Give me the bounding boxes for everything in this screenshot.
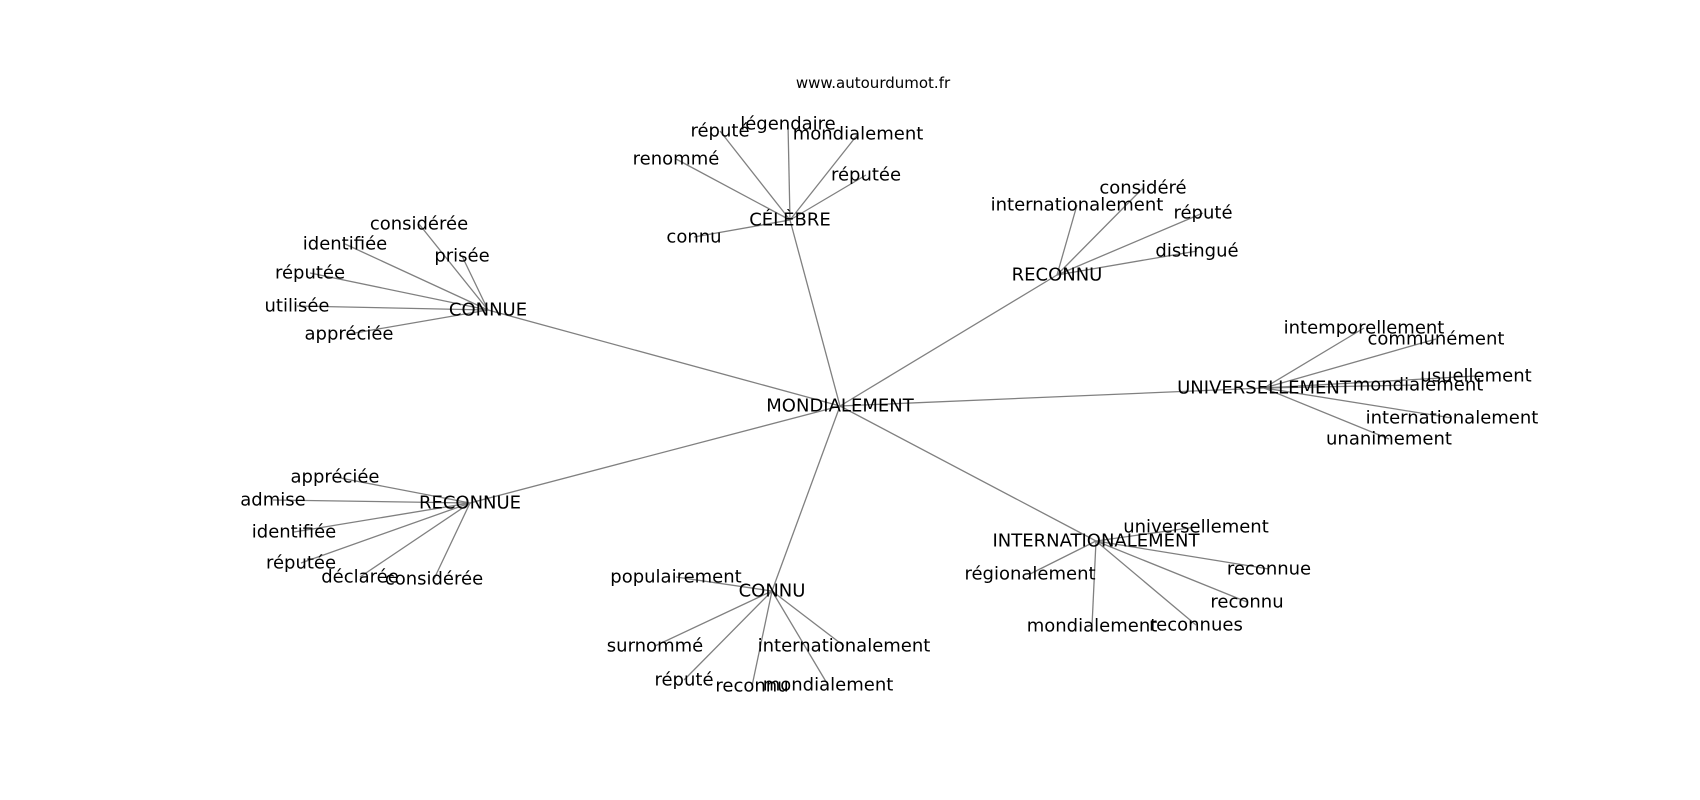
edge-hub-to-leaf [272,499,471,504]
edge-hub-to-leaf [1029,540,1097,575]
leaf-node-label: considérée [370,214,468,235]
leaf-node-label: utilisée [265,296,330,317]
edge-hub-to-leaf [461,255,489,311]
edge-hub-to-leaf [1263,338,1437,389]
leaf-node-label: reconnu [715,676,788,697]
leaf-node-label: réputé [654,670,713,691]
edge-center-to-hub [789,219,841,407]
edge-hub-to-leaf [1095,540,1270,570]
hub-node-label: CONNU [739,581,806,602]
hub-node-label: CONNUE [449,300,527,321]
edge-hub-to-leaf [348,309,489,335]
edge-hub-to-leaf [344,243,489,311]
edge-hub-to-leaf [1056,212,1204,276]
edge-hub-to-leaf [359,502,471,578]
edge-hub-to-leaf [1263,384,1419,389]
leaf-node-label: populairement [610,567,741,588]
edge-center-to-hub [839,405,1097,542]
leaf-node-label: considéré [1099,178,1186,199]
center-node-label: MONDIALEMENT [766,396,914,417]
edges [272,123,1477,687]
edge-hub-to-leaf [771,590,829,686]
leaf-node-label: mondialement [1027,616,1158,637]
leaf-node-label: internationalement [758,636,931,657]
edge-hub-to-leaf [1095,526,1197,542]
edge-center-to-hub [771,405,841,592]
leaf-node-label: identifiée [252,522,336,543]
edge-hub-to-leaf [683,590,773,681]
leaf-node-label: appréciée [304,324,393,345]
edge-hub-to-leaf [1095,540,1197,626]
edge-hub-to-leaf [433,502,471,580]
edge-hub-to-leaf [1056,187,1144,276]
edge-hub-to-leaf [296,305,489,311]
hub-node-label: RECONNUE [419,493,521,514]
leaf-node-label: régionalement [964,564,1095,585]
hub-node-label: RECONNU [1012,265,1103,286]
leaf-node-label: internationalement [991,195,1164,216]
edge-hub-to-leaf [719,130,791,221]
edge-hub-to-leaf [1095,540,1248,603]
leaf-node-label: prisée [434,246,489,267]
leaf-node-label: mondialement [763,675,894,696]
hub-node-label: CÉLÈBRE [749,209,831,231]
edge-center-to-hub [839,274,1058,407]
leaf-node-label: reconnu [1210,592,1283,613]
edge-hub-to-leaf [751,590,773,687]
edge-hub-to-leaf [300,502,471,564]
edge-hub-to-leaf [789,133,859,221]
leaf-node-label: mondialement [793,124,924,145]
edge-hub-to-leaf [693,219,791,238]
edge-hub-to-leaf [675,158,791,221]
edge-hub-to-leaf [1263,375,1477,389]
leaf-node-label: réputée [831,165,901,186]
leaf-node-label: légendaire [740,114,836,135]
leaf-node-label: renommé [633,149,720,170]
edge-hub-to-leaf [1263,387,1390,440]
edge-hub-to-leaf [675,576,773,592]
leaf-node-label: reconnue [1227,559,1311,580]
leaf-node-label: usuellement [1420,366,1531,387]
hub-node-label: INTERNATIONALEMENT [992,531,1200,552]
leaf-node-label: mondialement [1353,375,1484,396]
leaf-node-label: réputée [266,553,336,574]
edge-hub-to-leaf [771,590,845,647]
leaf-node-label: déclarée [321,567,399,588]
leaf-node-label: unanimement [1326,429,1452,450]
leaf-node-label: reconnues [1149,615,1243,636]
leaf-node-label: surnommé [607,636,703,657]
edge-hub-to-leaf [334,476,471,504]
leaf-node-label: connu [666,227,721,248]
leaf-node-label: distingué [1155,241,1238,262]
edge-hub-to-leaf [293,502,471,533]
leaf-node-label: communément [1368,329,1505,350]
leaf-node-label: réputé [690,121,749,142]
leaf-node-label: intemporellement [1284,318,1445,339]
edge-hub-to-leaf [1091,540,1097,627]
leaf-node-label: considérée [385,569,483,590]
leaf-node-label: réputée [275,263,345,284]
edge-center-to-hub [487,309,841,407]
edge-hub-to-leaf [1263,387,1453,419]
edge-hub-to-leaf [787,123,791,221]
edge-hub-to-leaf [309,272,489,311]
edge-center-to-hub [839,387,1265,407]
leaf-node-label: identifiée [303,234,387,255]
edge-center-to-hub [469,405,841,504]
leaf-node-label: admise [240,490,305,511]
leaf-node-label: réputé [1173,203,1232,224]
edge-hub-to-leaf [1056,250,1198,276]
edge-hub-to-leaf [654,590,773,647]
edge-hub-to-leaf [1056,204,1078,276]
leaf-node-label: universellement [1123,517,1269,538]
edge-hub-to-leaf [789,174,867,221]
leaf-node-label: internationalement [1366,408,1539,429]
source-url: www.autourdumot.fr [796,74,951,92]
edge-hub-to-leaf [1263,327,1365,389]
edge-hub-to-leaf [418,223,489,311]
hub-node-label: UNIVERSELLEMENT [1177,378,1352,399]
leaf-node-label: appréciée [290,467,379,488]
